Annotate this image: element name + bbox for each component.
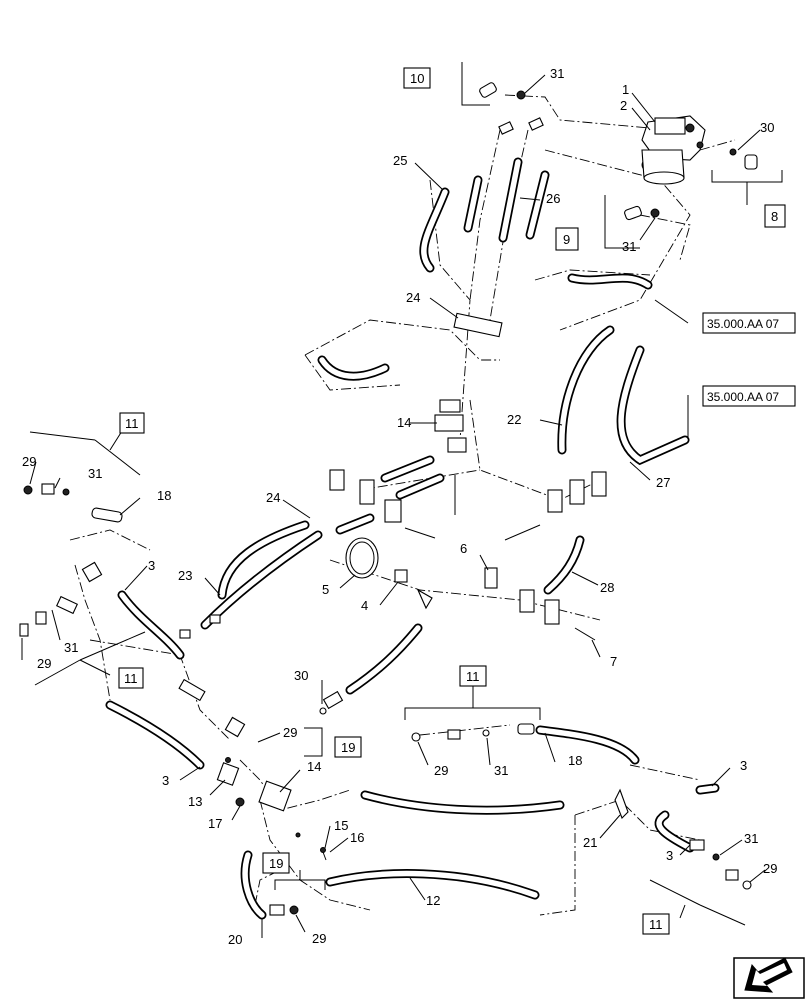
callout-29: 29 <box>22 454 36 469</box>
boxed-callout-11-label: 11 <box>466 669 480 684</box>
reference-label: 35.000.AA 07 <box>707 390 779 404</box>
callout-24: 24 <box>266 490 280 505</box>
callout-3: 3 <box>740 758 747 773</box>
callout-2: 2 <box>620 98 627 113</box>
boxed-callout-8-label: 8 <box>771 209 778 224</box>
callout-4: 4 <box>361 598 368 613</box>
callout-13: 13 <box>188 794 202 809</box>
callout-29: 29 <box>37 656 51 671</box>
callout-24: 24 <box>406 290 420 305</box>
boxed-callout-10[interactable]: 10 <box>403 67 431 89</box>
callout-29: 29 <box>763 861 777 876</box>
callout-17: 17 <box>208 816 222 831</box>
boxed-callout-9[interactable]: 9 <box>555 227 579 251</box>
callout-1: 1 <box>622 82 629 97</box>
callout-14: 14 <box>397 415 411 430</box>
callout-31: 31 <box>88 466 102 481</box>
callout-16: 16 <box>350 830 364 845</box>
callout-31: 31 <box>550 66 564 81</box>
control-valve-assembly <box>641 115 706 185</box>
boxed-callout-11-label: 11 <box>125 416 139 431</box>
boxed-callout-8[interactable]: 8 <box>764 204 786 228</box>
callout-7: 7 <box>610 654 617 669</box>
callout-30: 30 <box>760 120 774 135</box>
boxed-callout-19[interactable]: 19 <box>262 852 290 874</box>
callout-15: 15 <box>334 818 348 833</box>
callout-31: 31 <box>494 763 508 778</box>
reference-boxes: 35.000.AA 07 35.000.AA 07 <box>702 312 796 407</box>
boxed-callouts: 10 8 9 11 11 11 11 19 <box>118 67 786 935</box>
boxed-callout-11-label: 11 <box>124 671 138 686</box>
fittings <box>19 82 758 916</box>
callout-21: 21 <box>583 835 597 850</box>
boxed-callout-11-label: 11 <box>649 917 663 932</box>
callout-20: 20 <box>228 932 242 947</box>
callout-31: 31 <box>64 640 78 655</box>
boxed-callout-9-label: 9 <box>563 232 570 247</box>
callout-3: 3 <box>162 773 169 788</box>
callout-29: 29 <box>434 763 448 778</box>
boxed-callout-10-label: 10 <box>410 71 424 86</box>
callout-27: 27 <box>656 475 670 490</box>
boxed-callout-19-label: 19 <box>341 740 355 755</box>
callout-3: 3 <box>666 848 673 863</box>
callout-23: 23 <box>178 568 192 583</box>
boxed-callout-11[interactable]: 11 <box>642 913 670 935</box>
leader-lines <box>21 62 783 938</box>
callout-25: 25 <box>393 153 407 168</box>
callout-29: 29 <box>283 725 297 740</box>
boxed-callout-11[interactable]: 11 <box>119 412 145 434</box>
boxed-callout-11[interactable]: 11 <box>459 665 487 687</box>
callout-14: 14 <box>307 759 321 774</box>
callout-31: 31 <box>622 239 636 254</box>
hoses <box>105 157 720 920</box>
reference-box-35-000-aa-07[interactable]: 35.000.AA 07 <box>702 385 796 407</box>
callout-18: 18 <box>157 488 171 503</box>
callout-28: 28 <box>600 580 614 595</box>
callout-6: 6 <box>460 541 467 556</box>
boxed-callout-19[interactable]: 19 <box>334 736 362 758</box>
previous-page-arrow-icon[interactable] <box>733 957 805 999</box>
callout-3: 3 <box>148 558 155 573</box>
callout-labels: 1 2 3 3 3 3 4 5 6 7 12 13 14 14 15 16 17… <box>22 66 777 947</box>
callout-29: 29 <box>312 931 326 946</box>
reference-box-35-000-aa-07[interactable]: 35.000.AA 07 <box>702 312 796 334</box>
callout-18: 18 <box>568 753 582 768</box>
callout-31: 31 <box>744 831 758 846</box>
callout-30: 30 <box>294 668 308 683</box>
callout-26: 26 <box>546 191 560 206</box>
boxed-callout-19-label: 19 <box>269 856 283 871</box>
reference-label: 35.000.AA 07 <box>707 317 779 331</box>
boxed-callout-11[interactable]: 11 <box>118 667 144 689</box>
callout-12: 12 <box>426 893 440 908</box>
callout-22: 22 <box>507 412 521 427</box>
callout-5: 5 <box>322 582 329 597</box>
